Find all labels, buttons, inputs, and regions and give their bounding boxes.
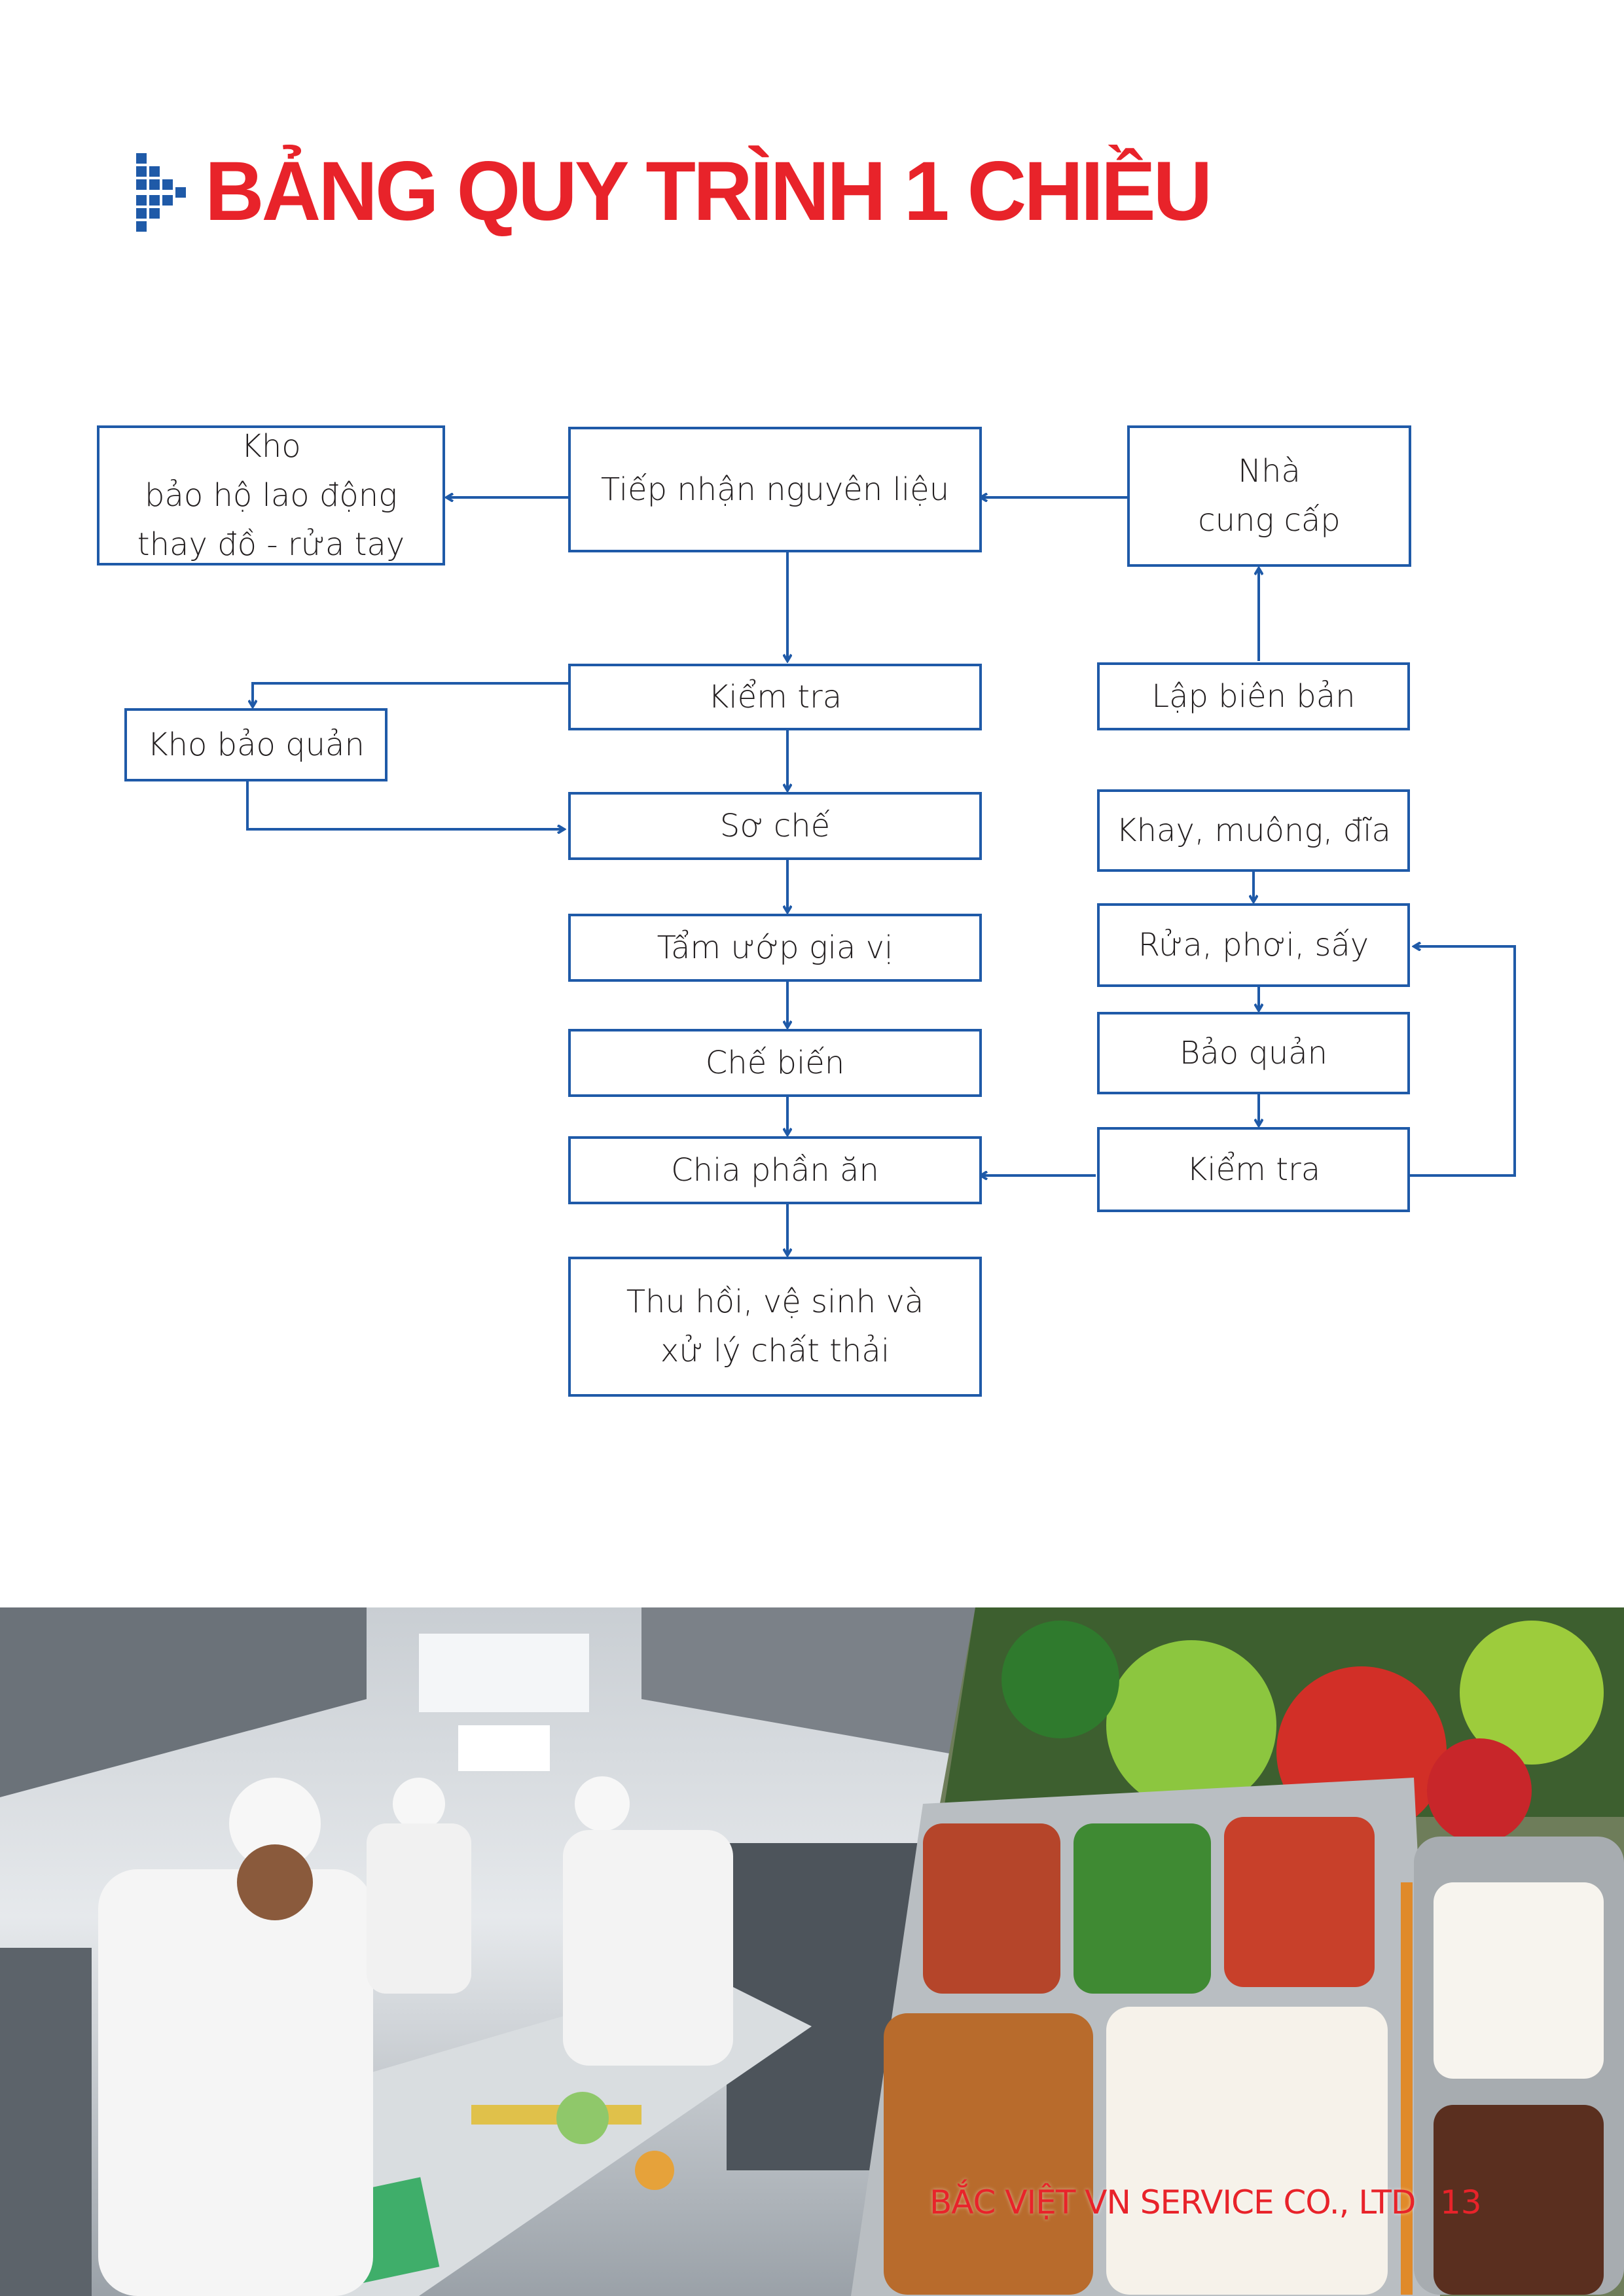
- box-khay-muong-dia-label: Khay, muông, đĩa: [1116, 812, 1391, 849]
- box-so-che-label: Sơ chế: [719, 807, 831, 844]
- box-kho-bao-ho-line1: Kho: [241, 427, 301, 465]
- box-nha-cung-cap-line1: Nhà: [1238, 453, 1301, 490]
- box-kiem-tra-2-label: Kiểm tra: [1186, 1151, 1321, 1188]
- box-rua-phoi-say: Rửa, phơi, sấy: [1097, 903, 1410, 987]
- box-thu-hoi: Thu hồi, vệ sinh và xử lý chất thải: [568, 1257, 982, 1397]
- box-che-bien-label: Chế biến: [705, 1044, 845, 1081]
- box-bao-quan-label: Bảo quản: [1179, 1034, 1328, 1071]
- box-thu-hoi-line2: xử lý chất thải: [660, 1333, 890, 1369]
- box-tiep-nhan-label: Tiếp nhận nguyên liệu: [600, 471, 950, 508]
- flow-connectors: [246, 0, 1516, 1440]
- box-tiep-nhan: Tiếp nhận nguyên liệu: [568, 427, 982, 552]
- box-kiem-tra-2: Kiểm tra: [1097, 1127, 1410, 1212]
- box-thu-hoi-line1: Thu hồi, vệ sinh và: [626, 1283, 924, 1320]
- box-kiem-tra-1: Kiểm tra: [568, 664, 982, 730]
- box-khay-muong-dia: Khay, muông, đĩa: [1097, 789, 1410, 872]
- box-nha-cung-cap-line2: cung cấp: [1198, 502, 1341, 539]
- box-kho-bao-ho-line3: thay đồ - rửa tay: [137, 526, 405, 563]
- page-title: BẢNG QUY TRÌNH 1 CHIỀU: [205, 145, 1212, 238]
- box-lap-bien-ban-label: Lập biên bản: [1151, 677, 1356, 715]
- kitchen-photo: [0, 1607, 975, 2296]
- box-so-che: Sơ chế: [568, 792, 982, 860]
- page-number: 13: [1440, 2183, 1482, 2221]
- box-chia-phan-an-label: Chia phần ăn: [671, 1151, 879, 1189]
- box-kho-bao-quan-label: Kho bảo quản: [147, 726, 365, 763]
- box-kho-bao-ho: Kho bảo hộ lao động thay đồ - rửa tay: [97, 425, 445, 565]
- box-rua-phoi-say-label: Rửa, phơi, sấy: [1138, 926, 1369, 963]
- box-tam-uop: Tẩm ướp gia vị: [568, 914, 982, 982]
- footer-company-name: BẮC VIỆT VN SERVICE CO., LTD: [929, 2183, 1416, 2221]
- box-kho-bao-quan: Kho bảo quản: [124, 708, 388, 781]
- box-kiem-tra-1-label: Kiểm tra: [708, 678, 842, 715]
- chevron-right-icon: [136, 153, 186, 232]
- box-bao-quan: Bảo quản: [1097, 1012, 1410, 1094]
- box-che-bien: Chế biến: [568, 1029, 982, 1097]
- box-chia-phan-an: Chia phần ăn: [568, 1136, 982, 1204]
- box-kho-bao-ho-line2: bảo hộ lao động: [144, 476, 397, 514]
- box-tam-uop-label: Tẩm ướp gia vị: [657, 929, 893, 966]
- food-tray-photo: [851, 1607, 1624, 2296]
- box-lap-bien-ban: Lập biên bản: [1097, 662, 1410, 730]
- box-nha-cung-cap: Nhà cung cấp: [1127, 425, 1411, 567]
